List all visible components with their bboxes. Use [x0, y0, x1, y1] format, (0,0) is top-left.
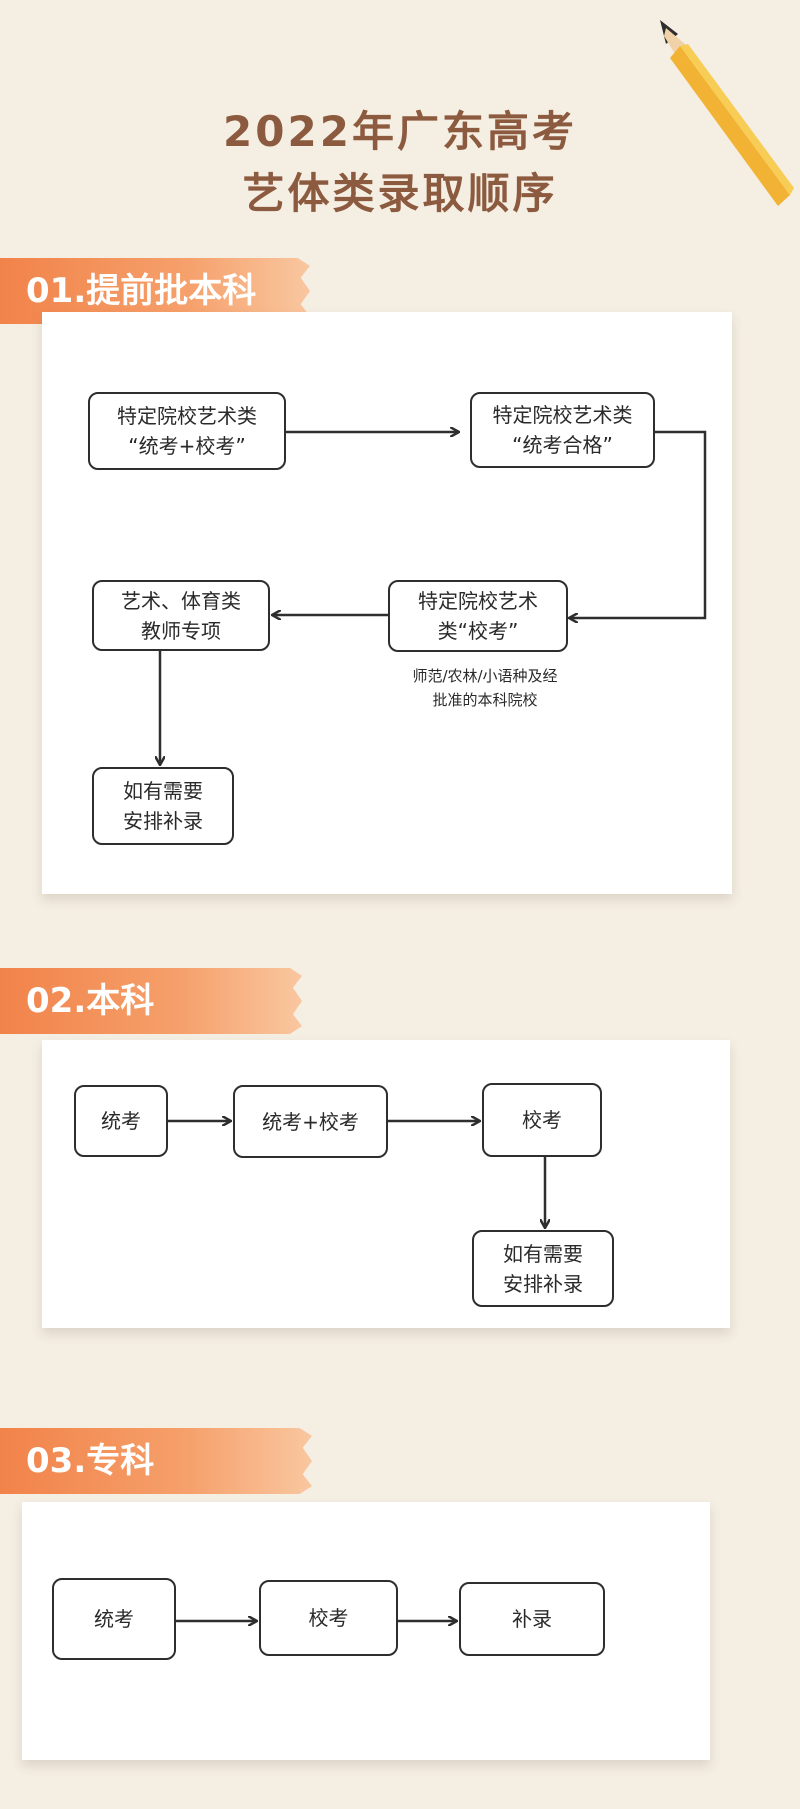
- section-tag-junior-college: 03.专科: [0, 1428, 312, 1494]
- flow-box-label: 如有需要 安排补录: [123, 779, 203, 833]
- flow-box-label: 特定院校艺术 类“校考”: [418, 589, 538, 643]
- flow-box-label: 校考: [308, 1606, 349, 1630]
- flow-box-label: 校考: [522, 1108, 562, 1132]
- flow-box-school-exam: 校考: [482, 1083, 602, 1157]
- flow-box-art-school-exam: 特定院校艺术 类“校考”: [388, 580, 568, 652]
- flow-box-label: 艺术、体育类 教师专项: [121, 588, 241, 643]
- institution-note: 师范/农林/小语种及经 批准的本科院校: [412, 667, 558, 709]
- flow-box-label: 统考: [94, 1607, 134, 1631]
- flow-box-supplementary-s2: 如有需要 安排补录: [472, 1230, 614, 1307]
- page-title-line1: 2022年广东高考: [223, 107, 577, 156]
- page-title-line2: 艺体类录取顺序: [242, 169, 558, 218]
- flow-box-school-exam-s3: 校考: [259, 1580, 398, 1656]
- section-tag-undergraduate: 02.本科: [0, 968, 302, 1034]
- flow-box-label: 特定院校艺术类 “统考+校考”: [117, 404, 257, 458]
- pencil-icon: [660, 20, 794, 206]
- flow-box-label: 如有需要 安排补录: [503, 1241, 583, 1296]
- flow-box-label: 统考+校考: [262, 1109, 359, 1134]
- flow-box-unified-plus-school: 统考+校考: [233, 1085, 388, 1158]
- flow-box-supplementary-s3: 补录: [459, 1582, 605, 1656]
- flow-box-supplementary-s1: 如有需要 安排补录: [92, 767, 234, 845]
- flow-box-unified-exam: 统考: [74, 1085, 168, 1157]
- flow-box-label: 特定院校艺术类 “统考合格”: [492, 403, 633, 457]
- flow-box-art-unified-plus-school-exam: 特定院校艺术类 “统考+校考”: [88, 392, 286, 470]
- flow-box-label: 补录: [512, 1607, 552, 1631]
- flow-box-label: 统考: [101, 1109, 141, 1133]
- flow-box-teacher-program: 艺术、体育类 教师专项: [92, 580, 270, 651]
- flow-box-unified-exam-s3: 统考: [52, 1578, 176, 1660]
- flow-box-art-unified-pass: 特定院校艺术类 “统考合格”: [470, 392, 655, 468]
- arrow-s1-b2-b3: [570, 430, 707, 618]
